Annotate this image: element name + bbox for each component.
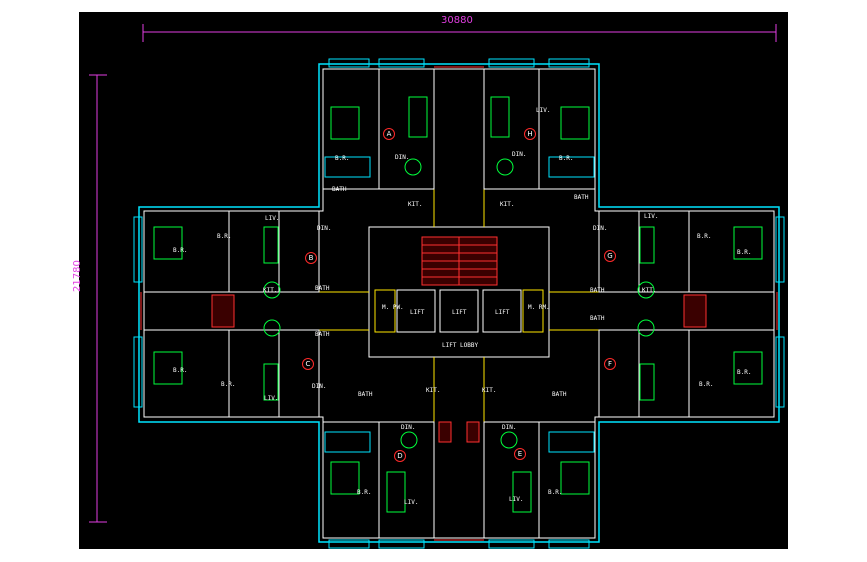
room-label-lift-3: LIFT	[495, 309, 510, 316]
room-label-bath: BATH	[332, 186, 347, 193]
room-label-liv-5: LIV.	[644, 213, 659, 220]
room-label-liv-4: LIV.	[509, 496, 524, 503]
door-marks	[140, 66, 778, 541]
room-label-liv-2: LIV.	[264, 395, 279, 402]
central-core	[368, 226, 550, 358]
window-frames	[133, 58, 785, 549]
room-label-din-5: DIN.	[502, 424, 517, 431]
room-label-liv-6: LIV.	[536, 107, 551, 114]
room-label-lift-1: LIFT	[410, 309, 425, 316]
room-label-br-10: B.R.	[699, 381, 714, 388]
room-label-kit-4: KIT.	[482, 387, 497, 394]
room-label-bath-6: BATH	[590, 287, 605, 294]
height-dimension-label: 21780	[72, 260, 83, 292]
unit-tag-e: E	[514, 448, 526, 460]
unit-tag-c: C	[302, 358, 314, 370]
room-label-kit-5: KIT.	[642, 287, 657, 294]
unit-tag-a: A	[383, 128, 395, 140]
room-label-kit-6: KIT.	[500, 201, 515, 208]
dimension-lines	[89, 24, 777, 523]
inner-wall-outline	[143, 68, 775, 539]
room-label-bath-8: BATH	[574, 194, 589, 201]
room-label-br-11: B.R.	[737, 249, 752, 256]
room-label-din-4: DIN.	[401, 424, 416, 431]
corridor-lines	[144, 69, 774, 538]
unit-tag-b: B	[305, 252, 317, 264]
outer-wall-outline	[138, 63, 780, 543]
room-label-br-6: B.R.	[357, 489, 372, 496]
room-label-lift-lobby: LIFT LOBBY	[442, 342, 479, 349]
room-label-kit-3: KIT.	[426, 387, 441, 394]
unit-tag-d: D	[394, 450, 406, 462]
drawing-canvas[interactable]: 30880 21780 A B C D E F G H B.R. BATH DI…	[72, 12, 788, 549]
room-label-din-6: DIN.	[512, 151, 527, 158]
room-label-liv: LIV.	[265, 215, 280, 222]
room-label-bath-7: BATH	[590, 315, 605, 322]
room-label-kit: KIT.	[408, 201, 423, 208]
room-label-br-8: B.R.	[559, 155, 574, 162]
room-label-din-2: DIN.	[317, 225, 332, 232]
unit-tag-h: H	[524, 128, 536, 140]
room-label-br-9: B.R.	[737, 369, 752, 376]
room-label-bath-4: BATH	[358, 391, 373, 398]
room-label-br-12: B.R.	[697, 233, 712, 240]
floor-plan-drawing	[89, 24, 785, 549]
room-label-br-5: B.R.	[217, 233, 232, 240]
room-label-m-pw: M. PW.	[382, 304, 404, 311]
room-walls	[143, 68, 775, 539]
room-label-br-7: B.R.	[548, 489, 563, 496]
room-label-br: B.R.	[335, 155, 350, 162]
room-label-lift-2: LIFT	[452, 309, 467, 316]
unit-tag-g: G	[604, 250, 616, 262]
room-label-kit-2: KIT.	[263, 287, 278, 294]
width-dimension-label: 30880	[441, 15, 473, 26]
unit-tag-f: F	[604, 358, 616, 370]
room-label-din-3: DIN.	[312, 383, 327, 390]
room-label-din: DIN.	[395, 154, 410, 161]
room-label-bath-2: BATH	[315, 285, 330, 292]
room-label-din-7: DIN.	[593, 225, 608, 232]
room-label-br-4: B.R.	[173, 247, 188, 254]
room-label-m-rm: M. RM.	[528, 304, 550, 311]
room-label-bath-3: BATH	[315, 331, 330, 338]
room-label-br-3: B.R.	[221, 381, 236, 388]
room-label-bath-5: BATH	[552, 391, 567, 398]
furniture-fixtures	[153, 96, 763, 513]
room-label-br-2: B.R.	[173, 367, 188, 374]
room-label-liv-3: LIV.	[404, 499, 419, 506]
